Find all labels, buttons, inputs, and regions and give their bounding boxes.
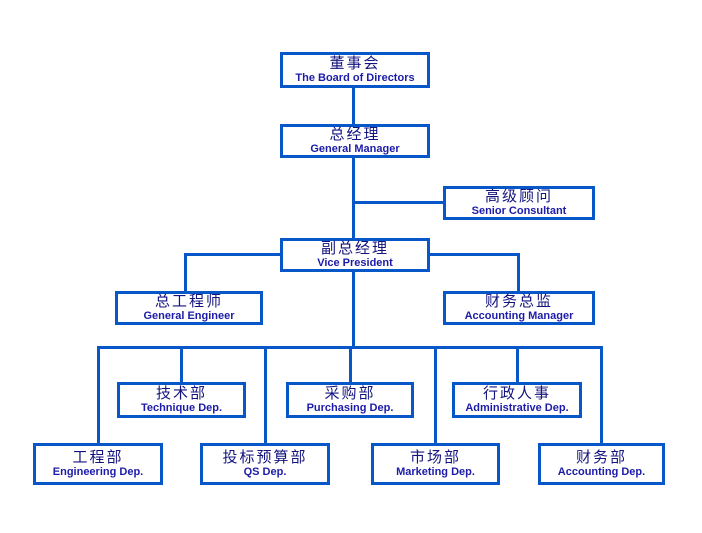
node-label-chinese: 技术部 [155, 385, 207, 402]
node-label-chinese: 市场部 [409, 449, 461, 466]
node-label-chinese: 高级顾问 [484, 188, 553, 205]
node-label-english: Purchasing Dep. [306, 402, 394, 414]
node-label-english: Vice President [317, 257, 393, 269]
node-label-chinese: 总经理 [329, 126, 381, 143]
node-label-english: General Manager [310, 143, 400, 155]
node-label-chinese: 行政人事 [482, 385, 551, 402]
connector-vp-right-arm [428, 253, 520, 256]
node-label-chinese: 投标预算部 [222, 449, 308, 466]
connector-drop-qs [264, 346, 267, 445]
node-label-chinese: 工程部 [72, 449, 124, 466]
connector-drop-engineering [97, 346, 100, 445]
node-label-english: Technique Dep. [140, 402, 223, 414]
node-label-chinese: 副总经理 [320, 240, 389, 257]
node-label-chinese: 财务部 [575, 449, 627, 466]
connector-drop-technique [180, 346, 183, 384]
node-label-english: Accounting Manager [464, 310, 574, 322]
connector-vp-to-bus [352, 270, 355, 349]
connector-drop-accounting-mgr [517, 253, 520, 293]
node-label-chinese: 采购部 [324, 385, 376, 402]
connector-drop-accounting [600, 346, 603, 445]
node-label-english: QS Dep. [243, 466, 287, 478]
connector-drop-general-engineer [184, 253, 187, 293]
node-label-english: Accounting Dep. [557, 466, 646, 478]
node-label-english: Senior Consultant [471, 205, 567, 217]
connector-drop-purchasing [349, 346, 352, 384]
node-label-chinese: 董事会 [329, 55, 381, 72]
connector-drop-administrative [516, 346, 519, 384]
connector-branch-to-consultant [353, 201, 445, 204]
connector-vp-left-arm [185, 253, 282, 256]
node-label-chinese: 财务总监 [484, 293, 553, 310]
node-label-english: Administrative Dep. [465, 402, 569, 414]
node-label-english: General Engineer [143, 310, 235, 322]
connector-board-to-gm [352, 86, 355, 126]
connector-gm-to-vp [352, 156, 355, 240]
node-label-english: The Board of Directors [295, 72, 415, 84]
connector-drop-marketing [434, 346, 437, 445]
node-label-english: Marketing Dep. [396, 466, 475, 478]
node-label-chinese: 总工程师 [154, 293, 223, 310]
node-label-english: Engineering Dep. [52, 466, 144, 478]
